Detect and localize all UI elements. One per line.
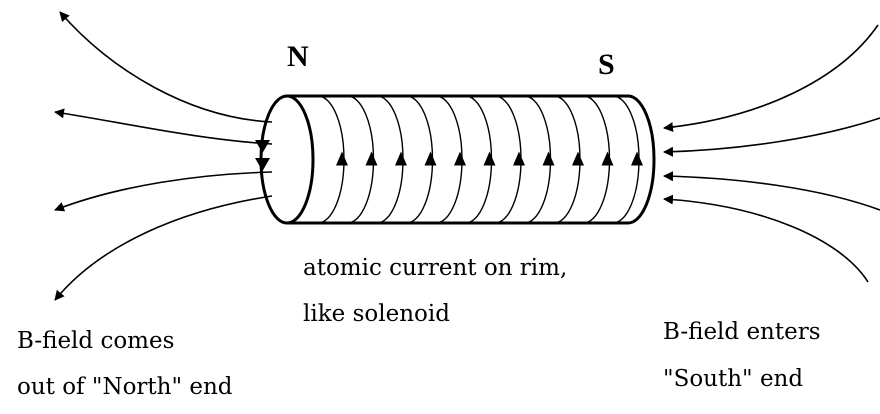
south-field-line-1 [663, 24, 879, 133]
current-arrow [454, 151, 466, 166]
north-field-line-3 [54, 171, 273, 212]
current-arrow [513, 151, 525, 166]
current-arrow [601, 151, 614, 166]
current-loops [255, 95, 643, 224]
current-arrow [542, 151, 555, 166]
current-arrow [424, 151, 437, 166]
current-arrow [336, 151, 348, 166]
cylinder-right-face [627, 94, 656, 225]
north-field-line-1 [59, 11, 273, 123]
south-caption-line-1: B-field enters [663, 319, 821, 345]
south-pole-label: S [598, 48, 615, 81]
south-field-line-2 [663, 117, 880, 157]
current-arrow [395, 151, 407, 166]
current-caption-line-1: atomic current on rim, [303, 255, 567, 281]
current-caption-line-2: like solenoid [303, 301, 450, 327]
north-caption-line-1: B-field comes [17, 328, 174, 354]
north-field-lines [54, 11, 273, 301]
north-field-line-4 [54, 195, 273, 301]
current-arrow [365, 151, 378, 166]
current-arrow [572, 151, 584, 166]
left-face-current-arrow [255, 140, 270, 153]
south-field-lines [663, 24, 880, 283]
north-field-line-2 [54, 108, 273, 145]
current-arrow [483, 151, 496, 166]
south-field-line-3 [663, 171, 880, 211]
left-face-current-arrow [255, 158, 270, 171]
south-caption-line-2: "South" end [663, 366, 803, 392]
current-arrow [631, 151, 643, 166]
south-field-line-4 [663, 194, 869, 283]
north-caption-line-2: out of "North" end [17, 374, 233, 400]
north-pole-label: N [287, 40, 309, 73]
